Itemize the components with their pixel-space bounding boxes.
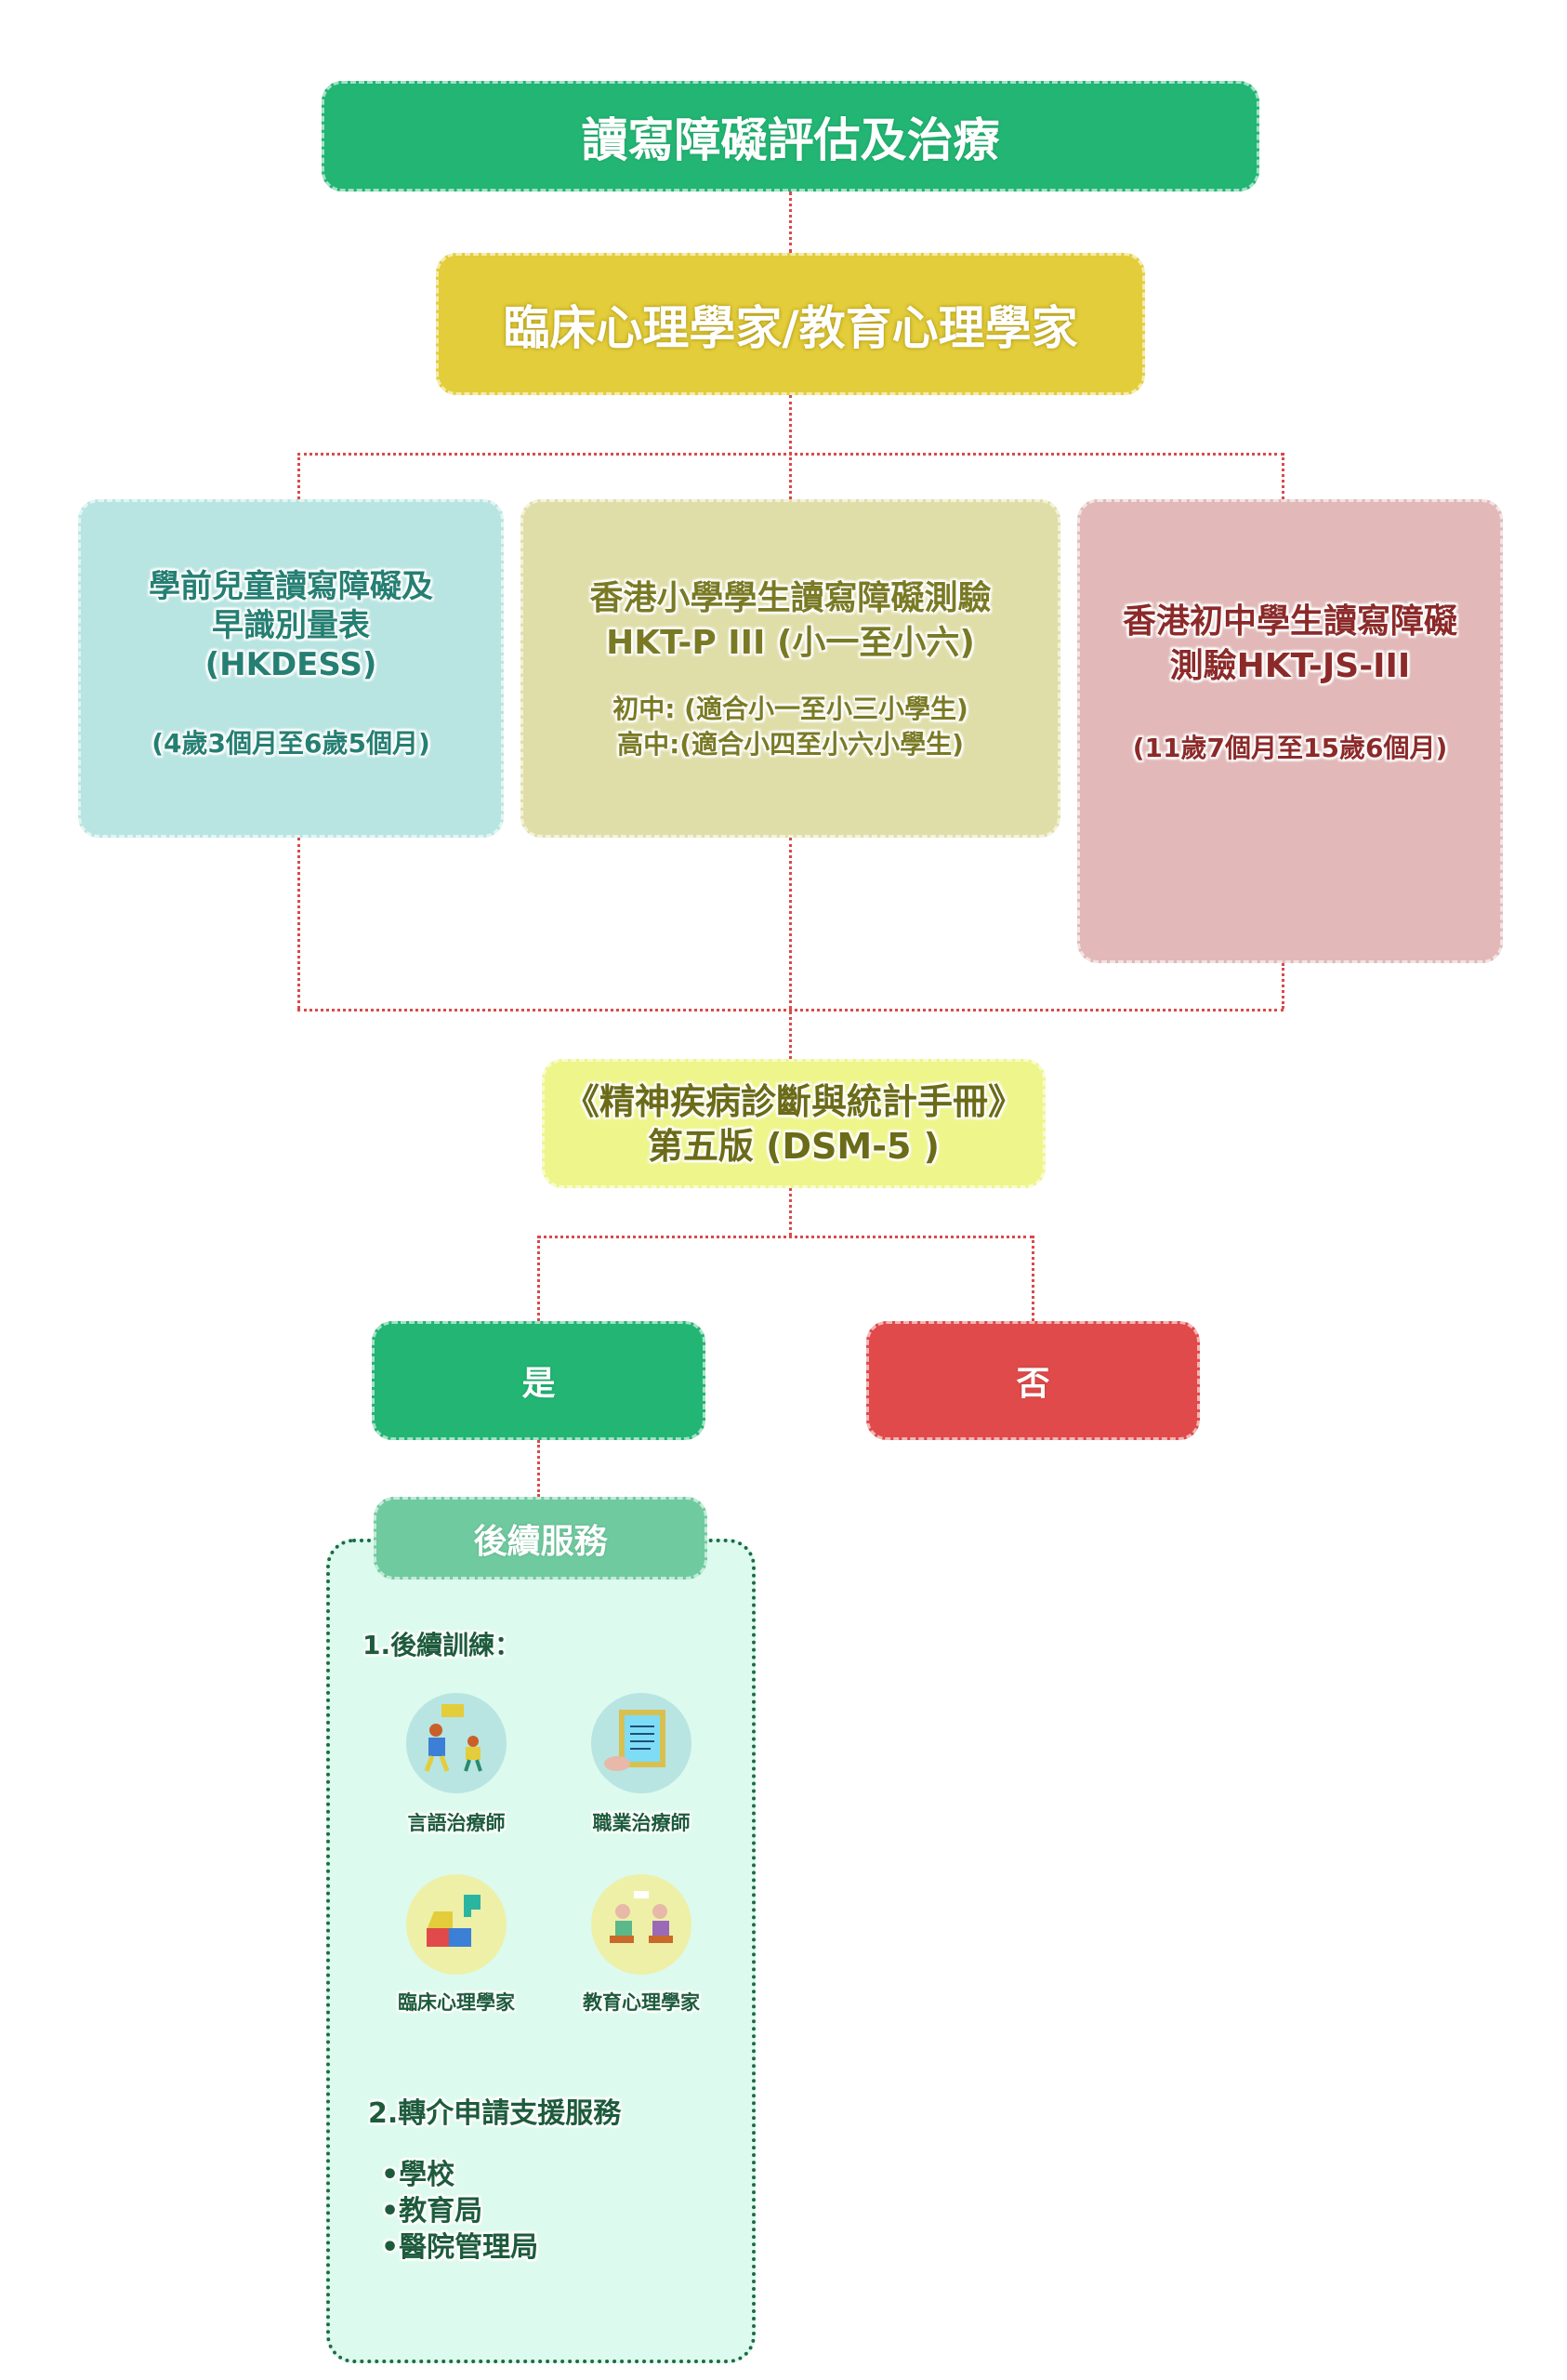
connector <box>537 1440 540 1497</box>
no-label: 否 <box>1016 1365 1050 1403</box>
no-box: 否 <box>866 1321 1200 1440</box>
referral-item: •學校 <box>381 2159 455 2191</box>
test-age-range: (11歲7個月至15歲6個月) <box>1132 733 1448 763</box>
connector <box>789 395 792 499</box>
yes-box: 是 <box>372 1321 705 1440</box>
test-box-hktjs: 香港初中學生讀寫障礙 測驗HKT-JS-III (11歲7個月至15歲6個月) <box>1077 499 1503 963</box>
training-label: 臨床心理學家 <box>398 1991 515 2014</box>
test-level: 高中:(適合小四至小六小學生) <box>617 729 964 760</box>
connector <box>537 1236 540 1321</box>
test-age-range: (4歲3個月至6歲5個月) <box>151 728 430 759</box>
services-header-label: 後續服務 <box>473 1522 608 1561</box>
test-name: 香港初中學生讀寫障礙 <box>1122 602 1457 641</box>
referral-list: •學校 •教育局 •醫院管理局 <box>381 2157 538 2266</box>
training-label: 言語治療師 <box>407 1812 506 1834</box>
referral-title: 2.轉介申請支援服務 <box>368 2097 622 2130</box>
connector <box>789 192 792 253</box>
connector <box>297 838 300 1009</box>
assessor-label: 臨床心理學家/教育心理學家 <box>503 300 1078 355</box>
title-box: 讀寫障礙評估及治療 <box>322 81 1259 192</box>
test-box-hktp: 香港小學學生讀寫障礙測驗 HKT-P III (小一至小六) 初中: (適合小一… <box>520 499 1060 838</box>
connector <box>297 453 300 499</box>
connector <box>297 453 1284 456</box>
test-name: 早識別量表 <box>212 607 370 644</box>
title: 讀寫障礙評估及治療 <box>581 112 1000 167</box>
yes-label: 是 <box>521 1365 556 1403</box>
test-name: 香港小學學生讀寫障礙測驗 <box>589 579 992 617</box>
connector <box>1032 1236 1034 1321</box>
test-box-hkdess: 學前兒童讀寫障礙及 早識別量表 (HKDESS) (4歲3個月至6歲5個月) <box>78 499 504 838</box>
connector <box>789 1188 792 1236</box>
training-label: 教育心理學家 <box>583 1991 700 2014</box>
clipboard-icon <box>591 1693 691 1793</box>
referral-item: •醫院管理局 <box>381 2231 539 2264</box>
connector <box>537 1236 1034 1238</box>
test-name: HKT-P III (小一至小六) <box>606 624 975 662</box>
test-name: 測驗HKT-JS-III <box>1169 647 1411 685</box>
training-label: 職業治療師 <box>592 1812 691 1834</box>
puzzle-head-icon <box>406 1874 507 1975</box>
connector <box>1282 963 1284 1009</box>
test-level: 初中: (適合小一至小三小學生) <box>612 694 968 724</box>
connector <box>297 1009 1284 1012</box>
test-name: (HKDESS) <box>204 646 377 683</box>
dsm-box: 《精神疾病診斷與統計手冊》 第五版 (DSM-5 ) <box>542 1059 1046 1188</box>
counseling-icon <box>591 1874 691 1975</box>
dsm-title: 《精神疾病診斷與統計手冊》 <box>563 1080 1023 1122</box>
speech-therapy-icon <box>406 1693 507 1793</box>
connector <box>1282 453 1284 499</box>
services-header: 後續服務 <box>374 1497 707 1580</box>
referral-item: •教育局 <box>381 2195 483 2228</box>
services-container <box>326 1539 756 2363</box>
connector <box>789 838 792 1059</box>
assessor-box: 臨床心理學家/教育心理學家 <box>436 253 1145 395</box>
dsm-edition: 第五版 (DSM-5 ) <box>647 1125 941 1167</box>
test-name: 學前兒童讀寫障礙及 <box>149 568 433 605</box>
training-title: 1.後續訓練： <box>362 1630 521 1660</box>
